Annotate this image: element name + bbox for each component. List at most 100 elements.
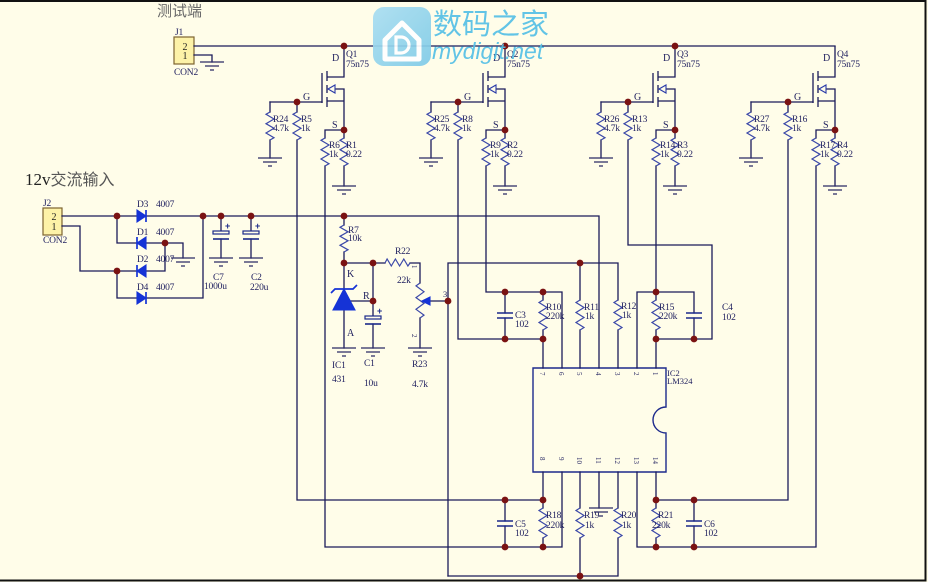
resistor-ref: R11 [584, 303, 599, 313]
connector-type: CON2 [43, 236, 67, 246]
house-icon [382, 20, 422, 62]
ground-icon [332, 347, 356, 357]
resistor-ref: R17 [820, 141, 836, 151]
resistor-value: 1k [585, 521, 595, 531]
ic2-pin-number: 12 [613, 457, 621, 465]
connector-pin-number: 1 [183, 51, 188, 62]
junction-dot [576, 259, 584, 267]
capacitor-ref: C2 [251, 273, 262, 283]
mosfet-body-arrow-icon [326, 84, 336, 94]
junction-dot [671, 126, 679, 134]
resistor-ref: R10 [546, 303, 562, 313]
ground-icon [589, 507, 613, 517]
resistor-ref: R4 [837, 141, 848, 151]
gate-pin-label: G [303, 92, 310, 103]
tl431-cathode-label: K [347, 269, 355, 280]
ground-icon [589, 157, 613, 167]
mosfet-gate-channel [652, 71, 659, 107]
ground-icon [209, 257, 233, 267]
capacitor-value: 102 [722, 313, 736, 323]
resistor-value: 220k [546, 521, 565, 531]
mosfet-value: 75n75 [837, 60, 860, 70]
wire [61, 215, 600, 369]
capacitor-c7 [212, 230, 230, 240]
resistor-ref: R22 [395, 247, 411, 257]
wire [116, 215, 138, 244]
watermark: 数码之家 mydigit.net [373, 7, 549, 66]
ic2-pin-number: 10 [575, 457, 583, 465]
resistor-ref: R20 [621, 511, 637, 521]
ic2-pin-number: 7 [538, 372, 546, 376]
ic2-pin-number: 6 [557, 372, 565, 376]
resistor-r3 [669, 137, 681, 167]
polarity-plus-label: + [255, 221, 260, 231]
resistor-r12 [612, 299, 624, 331]
ground-icon [663, 185, 687, 195]
junction-dot [199, 212, 207, 220]
junction-dot [539, 496, 547, 504]
resistor-r5 [291, 111, 303, 141]
junction-dot [501, 126, 509, 134]
junction-dot [340, 259, 348, 267]
junction-dot [161, 239, 169, 247]
resistor-ref: R27 [754, 115, 770, 125]
resistor-value: 4.7k [604, 124, 620, 134]
resistor-r10 [537, 299, 549, 331]
resistor-value: 1k [329, 150, 339, 160]
junction-dot [539, 335, 547, 343]
resistor-value: 1k [462, 124, 472, 134]
wire [61, 225, 138, 272]
diode-ref: D4 [137, 283, 149, 293]
resistor-value: 4.7k [273, 124, 289, 134]
potentiometer-wiper-arrow-icon [420, 296, 431, 306]
wire [457, 139, 544, 340]
junction-dot [501, 42, 509, 50]
ic2-lm324-body [532, 367, 667, 473]
resistor-r25 [425, 111, 437, 141]
mosfet-ref: Q4 [837, 50, 849, 60]
resistor-ref: R5 [301, 115, 312, 125]
mosfet-body-arrow-icon [487, 84, 497, 94]
resistor-r26 [595, 111, 607, 141]
mosfet-ref: Q2 [507, 50, 519, 60]
drain-pin-label: D [823, 53, 830, 64]
wire [815, 129, 836, 139]
wire [145, 215, 204, 299]
capacitor-c3 [497, 312, 513, 319]
ic2-pin-number: 14 [651, 457, 659, 465]
watermark-brand: 数码之家 [433, 7, 549, 41]
pot-pin-label: 1 [410, 265, 418, 269]
ic1-ref: IC1 [332, 361, 346, 371]
junction-dot [340, 42, 348, 50]
capacitor-value: 102 [704, 529, 718, 539]
connector-pin-number: 2 [183, 42, 188, 53]
wire [296, 139, 544, 501]
ground-icon [419, 157, 443, 167]
source-pin-label: S [663, 120, 669, 131]
capacitor-c5 [497, 520, 513, 527]
capacitor-c1 [364, 315, 382, 325]
resistor-value: 1k [490, 150, 500, 160]
resistor-value: 1k [622, 311, 632, 321]
resistor-ref: R15 [659, 303, 675, 313]
capacitor-ref: C1 [364, 359, 375, 369]
resistor-r1 [338, 137, 350, 167]
resistor-ref: R14 [660, 141, 676, 151]
wire [655, 129, 676, 139]
capacitor-value: 102 [515, 320, 529, 330]
capacitor-value: 10u [364, 379, 378, 389]
mosfet-ref: Q3 [677, 50, 689, 60]
diode-d4 [136, 290, 147, 306]
resistor-value: 22k [397, 276, 411, 286]
capacitor-c4 [686, 312, 702, 319]
junctions-layer [113, 42, 839, 580]
mosfet-terminals [488, 46, 506, 130]
junction-dot [217, 212, 225, 220]
connector-ref: J2 [43, 199, 51, 209]
ic2-pin-number: 8 [538, 457, 546, 461]
resistor-ref: R8 [462, 115, 473, 125]
capacitor-positive-plate [212, 230, 230, 235]
diode-triangle-icon [136, 263, 147, 279]
